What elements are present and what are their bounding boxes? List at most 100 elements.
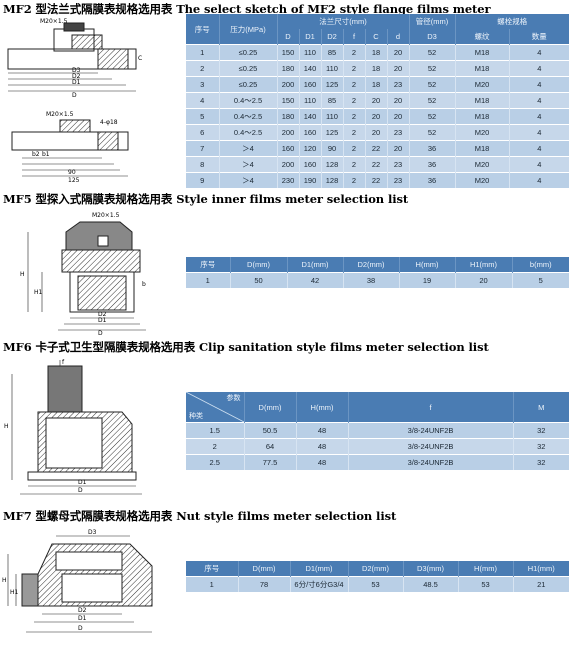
- table-cell: 20: [365, 92, 388, 109]
- table-cell: 190: [299, 172, 322, 188]
- header-cell: H1(mm): [513, 561, 569, 577]
- table-cell: 9: [186, 172, 220, 188]
- table-cell: 32: [513, 438, 569, 455]
- table-cell: 23: [387, 156, 410, 173]
- mf2-bottom-thread-label: M20×1.5: [46, 111, 74, 118]
- mf7-sketch: D3 H H1 D2 D1 D: [2, 522, 162, 647]
- table-cell: 20: [387, 108, 410, 125]
- table-cell: 18: [365, 60, 388, 77]
- table-cell: M18: [455, 108, 510, 125]
- table-cell: 20: [387, 60, 410, 77]
- table-cell: 53: [348, 576, 404, 592]
- table-cell: 22: [365, 172, 388, 188]
- mf5-b-label: b: [142, 281, 146, 288]
- header-cell: H(mm): [458, 561, 514, 577]
- table-cell: 64: [244, 438, 297, 455]
- table-cell: 50: [230, 272, 288, 288]
- table-cell: ≤0.25: [219, 76, 278, 93]
- table-cell: 2: [343, 172, 366, 188]
- table-cell: 2: [186, 60, 220, 77]
- mf6-f-label: f: [62, 359, 65, 366]
- table-cell: ≤0.25: [219, 44, 278, 61]
- table-cell: 140: [299, 60, 322, 77]
- table-cell: ＞4: [219, 140, 278, 157]
- mf2-header-bolt: 螺栓规格: [455, 14, 570, 29]
- mf6-header-f: f: [348, 392, 514, 423]
- mf5-h1-label: H1: [34, 289, 43, 296]
- table-cell: 4: [186, 92, 220, 109]
- table-cell: 200: [277, 124, 300, 141]
- table-cell: 110: [299, 44, 322, 61]
- table-cell: M20: [455, 156, 510, 173]
- mf5-d1-label: D1: [98, 317, 107, 324]
- table-cell: M18: [455, 60, 510, 77]
- mf6-header-m: M: [513, 392, 569, 423]
- mf5-title: MF5 型探入式隔膜表规格选用表 Style inner films meter…: [3, 192, 409, 206]
- mf7-d3-label: D3: [88, 529, 97, 536]
- table-cell: 3/8-24UNF2B: [348, 454, 514, 470]
- table-cell: 6: [186, 124, 220, 141]
- table-cell: 160: [299, 76, 322, 93]
- table-cell: 6分/寸6分G3/4: [290, 576, 349, 592]
- mf2-header-d3: D3: [409, 29, 456, 45]
- mf6-header-d: D(mm): [244, 392, 297, 423]
- mf2-header-pressure: 压力(MPa): [219, 14, 278, 45]
- table-cell: 4: [509, 172, 570, 188]
- table-cell: 180: [277, 108, 300, 125]
- mf2-header-flange: 法兰尺寸(mm): [277, 14, 410, 29]
- mf2-dim90-label: 90: [68, 169, 76, 176]
- table-cell: 48: [296, 438, 349, 455]
- mf5-thread-label: M20×1.5: [92, 212, 120, 219]
- header-cell: D1(mm): [287, 257, 344, 273]
- table-cell: ≤0.25: [219, 60, 278, 77]
- header-cell: D2(mm): [343, 257, 400, 273]
- mf2-header-f: f: [343, 29, 366, 45]
- table-cell: 125: [321, 124, 344, 141]
- mf6-d1-label: D1: [78, 479, 87, 486]
- mf2-d-label: D: [72, 92, 77, 99]
- table-cell: 42: [287, 272, 344, 288]
- table-cell: 120: [299, 140, 322, 157]
- table-cell: 19: [399, 272, 456, 288]
- table-cell: 85: [321, 44, 344, 61]
- mf2-header-qty: 数量: [509, 29, 570, 45]
- table-cell: 3/8-24UNF2B: [348, 422, 514, 439]
- table-cell: 2: [343, 156, 366, 173]
- table-cell: 21: [513, 576, 569, 592]
- mf5-sketch: M20×1.5 H H1 b D2 D1 D: [8, 206, 158, 336]
- table-cell: 20: [365, 108, 388, 125]
- table-cell: 18: [365, 44, 388, 61]
- table-cell: 38: [343, 272, 400, 288]
- table-cell: 8: [186, 156, 220, 173]
- mf2-header-d1: D1: [299, 29, 322, 45]
- table-cell: 52: [409, 76, 456, 93]
- table-cell: 110: [321, 108, 344, 125]
- mf2-d1-label: D1: [72, 79, 81, 86]
- mf5-d-label: D: [98, 330, 103, 336]
- mf2-header-thread: 螺纹: [455, 29, 510, 45]
- table-cell: 230: [277, 172, 300, 188]
- table-cell: 48: [296, 422, 349, 439]
- table-cell: M20: [455, 76, 510, 93]
- table-cell: 48: [296, 454, 349, 470]
- mf7-d2-label: D2: [78, 607, 87, 614]
- header-cell: 序号: [186, 561, 239, 577]
- mf2-header-d-small: d: [387, 29, 410, 45]
- mf6-header-h: H(mm): [296, 392, 349, 423]
- table-cell: M18: [455, 140, 510, 157]
- mf6-sketch: f H D1 D: [2, 354, 152, 504]
- table-cell: 20: [455, 272, 513, 288]
- mf7-d1-label: D1: [78, 615, 87, 622]
- table-cell: 3/8-24UNF2B: [348, 438, 514, 455]
